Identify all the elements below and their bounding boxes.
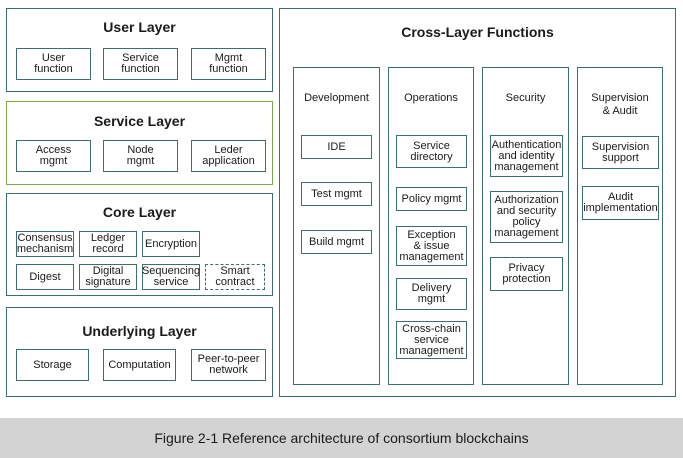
ledger-record-box: Ledger record (79, 231, 137, 257)
service-layer-title: Service Layer (93, 113, 186, 129)
test-mgmt-box: Test mgmt (301, 182, 372, 206)
node-mgmt-box: Node mgmt (103, 140, 178, 172)
storage-box: Storage (16, 349, 89, 381)
cross-layer-title: Cross-Layer Functions (401, 24, 554, 40)
security-column: Security Authentication and identity man… (482, 67, 569, 385)
access-mgmt-box: Access mgmt (16, 140, 91, 172)
privacy-protection-box: Privacy protection (490, 257, 563, 291)
digest-box: Digest (16, 264, 74, 290)
mgmt-function-box: Mgmt function (191, 48, 266, 80)
security-title: Security (505, 92, 546, 104)
supervision-audit-column: Supervision & Audit Supervision support … (577, 67, 663, 385)
consensus-mechanism-box: Consensus mechanism (16, 231, 74, 257)
service-directory-box: Service directory (396, 135, 467, 168)
smart-contract-box: Smart contract (205, 264, 265, 290)
underlying-layer-title: Underlying Layer (82, 323, 197, 339)
supervision-support-box: Supervision support (582, 136, 659, 169)
ide-box: IDE (301, 135, 372, 159)
peer-to-peer-network-box: Peer-to-peer network (191, 349, 266, 381)
authorization-security-policy-management-box: Authorization and security policy manage… (490, 191, 563, 243)
figure-caption: Figure 2-1 Reference architecture of con… (0, 418, 683, 458)
underlying-layer: Underlying Layer Storage Computation Pee… (6, 307, 273, 397)
user-function-box: User function (16, 48, 91, 80)
policy-mgmt-box: Policy mgmt (396, 187, 467, 211)
user-layer: User Layer User function Service functio… (6, 8, 273, 92)
digital-signature-box: Digital signature (79, 264, 137, 290)
core-layer-title: Core Layer (102, 204, 177, 220)
core-layer: Core Layer Consensus mechanism Ledger re… (6, 193, 273, 296)
audit-implementation-box: Audit implementation (582, 186, 659, 220)
leder-application-box: Leder application (191, 140, 266, 172)
operations-column: Operations Service directory Policy mgmt… (388, 67, 474, 385)
operations-title: Operations (404, 92, 458, 104)
sequencing-service-box: Sequencing service (141, 264, 201, 290)
cross-layer-panel: Cross-Layer Functions Development IDE Te… (279, 8, 676, 397)
exception-issue-management-box: Exception & issue management (396, 226, 467, 266)
encryption-box: Encryption (142, 231, 200, 257)
delivery-mgmt-box: Delivery mgmt (396, 278, 467, 310)
authentication-identity-management-box: Authentication and identity management (490, 135, 563, 177)
development-title: Development (304, 92, 369, 104)
user-layer-title: User Layer (103, 19, 176, 35)
supervision-audit-title: Supervision & Audit (591, 92, 649, 117)
computation-box: Computation (103, 349, 176, 381)
service-layer: Service Layer Access mgmt Node mgmt Lede… (6, 101, 273, 185)
service-function-box: Service function (103, 48, 178, 80)
development-column: Development IDE Test mgmt Build mgmt (293, 67, 380, 385)
build-mgmt-box: Build mgmt (301, 230, 372, 254)
cross-chain-service-management-box: Cross-chain service management (396, 321, 467, 359)
